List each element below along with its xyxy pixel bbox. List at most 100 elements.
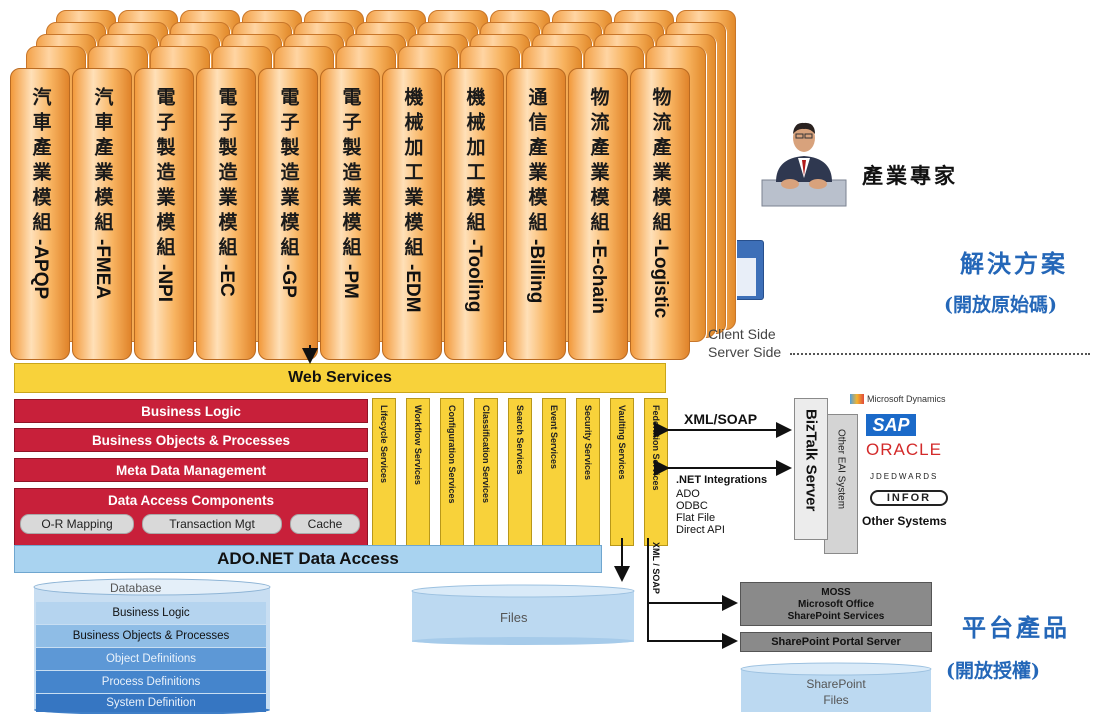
sap-logo: SAP xyxy=(866,414,916,436)
module-en-label: -Billing xyxy=(526,239,547,304)
platform-subtitle: (開放授權) xyxy=(946,660,1040,682)
db-layer-process-definitions: Process Definitions xyxy=(36,671,266,693)
client-side-label: Client Side xyxy=(708,326,776,342)
service-label: Security Services xyxy=(583,405,593,481)
workflow-services: Workflow Services xyxy=(406,398,430,546)
module-card[interactable]: 物流產業模組-Logistic xyxy=(630,68,690,360)
service-label: Search Services xyxy=(515,405,525,475)
module-en-label: -EC xyxy=(216,264,237,297)
service-label: Configuration Services xyxy=(447,405,457,504)
database-title: Database xyxy=(110,581,162,595)
db-layer-business-objects: Business Objects & Processes xyxy=(36,625,266,647)
module-en-label: -FMEA xyxy=(92,239,113,300)
dynamics-text: Microsoft Dynamics xyxy=(867,394,946,404)
business-objects-label: Business Objects & Processes xyxy=(91,432,291,448)
module-en-label: -Logistic xyxy=(650,239,671,319)
module-cn-label: 物流產業模組 xyxy=(649,87,672,237)
dynamics-icon xyxy=(850,394,864,404)
transaction-mgt-pill: Transaction Mgt xyxy=(142,514,282,534)
module-en-label: -APQP xyxy=(30,239,51,300)
ado-net-bar: ADO.NET Data Access xyxy=(14,545,602,573)
search-services: Search Services xyxy=(508,398,532,546)
module-card[interactable]: 汽車產業模組-APQP xyxy=(10,68,70,360)
other-eai-label: Other EAI System xyxy=(835,429,847,510)
xml-soap-label: XML/SOAP xyxy=(684,411,758,427)
module-card[interactable]: 電子製造業模組-PM xyxy=(320,68,380,360)
module-en-label: -PM xyxy=(340,264,361,299)
service-label: Classification Services xyxy=(481,405,491,504)
xml-soap-vertical-label: XML / SOAP xyxy=(651,542,661,594)
sharepoint-portal-label: SharePoint Portal Server xyxy=(771,636,901,648)
cache-pill: Cache xyxy=(290,514,360,534)
configuration-services: Configuration Services xyxy=(440,398,464,546)
module-card[interactable]: 電子製造業模組-GP xyxy=(258,68,318,360)
db-layer-business-logic: Business Logic xyxy=(36,602,266,624)
module-card[interactable]: 通信產業模組-Billing xyxy=(506,68,566,360)
other-systems-label: Other Systems xyxy=(862,514,947,528)
infor-text: INFOR xyxy=(886,492,932,504)
other-eai-box: Other EAI System xyxy=(824,414,858,554)
lifecycle-services: Lifecycle Services xyxy=(372,398,396,546)
industry-expert-figure xyxy=(761,122,847,207)
module-card[interactable]: 物流產業模組-E-chain xyxy=(568,68,628,360)
web-services-bar: Web Services xyxy=(14,363,666,393)
business-objects-bar: Business Objects & Processes xyxy=(14,428,368,452)
module-card[interactable]: 電子製造業模組-EC xyxy=(196,68,256,360)
biztalk-label: BizTalk Server xyxy=(802,409,820,512)
microsoft-dynamics-logo: Microsoft Dynamics xyxy=(850,394,946,404)
event-services: Event Services xyxy=(542,398,566,546)
module-card[interactable]: 電子製造業模組-NPI xyxy=(134,68,194,360)
vaulting-services: Vaulting Services xyxy=(610,398,634,546)
module-card[interactable]: 機械加工業模組-EDM xyxy=(382,68,442,360)
module-card[interactable]: 汽車產業模組-FMEA xyxy=(72,68,132,360)
module-en-label: -GP xyxy=(278,264,299,298)
biztalk-box: BizTalk Server xyxy=(794,398,828,540)
business-logic-label: Business Logic xyxy=(141,403,241,419)
service-label: Vaulting Services xyxy=(617,405,627,480)
module-cn-label: 電子製造業模組 xyxy=(153,87,176,262)
module-cn-label: 機械加工模組 xyxy=(463,87,486,237)
sharepoint-files-label: SharePoint Files xyxy=(740,676,932,708)
solution-subtitle: (開放原始碼) xyxy=(944,294,1057,316)
business-logic-bar: Business Logic xyxy=(14,399,368,423)
files-cylinder xyxy=(411,584,635,645)
jdedwards-logo: JDEDWARDS xyxy=(870,472,938,481)
net-item-ado: ADO xyxy=(676,488,700,500)
sharepoint-portal-box: SharePoint Portal Server xyxy=(740,632,932,652)
expert-label: 產業專家 xyxy=(862,163,958,188)
module-card[interactable]: 機械加工模組-Tooling xyxy=(444,68,504,360)
module-en-label: -E-chain xyxy=(588,239,609,314)
service-label: Event Services xyxy=(549,405,559,470)
files-label: Files xyxy=(500,610,528,625)
net-integrations-title: .NET Integrations xyxy=(676,474,768,486)
meta-data-bar: Meta Data Management xyxy=(14,458,368,482)
moss-box: MOSS Microsoft Office SharePoint Service… xyxy=(740,582,932,626)
moss-line2: Microsoft Office xyxy=(797,599,875,610)
security-services: Security Services xyxy=(576,398,600,546)
sharepoint-files-line2: Files xyxy=(823,693,849,707)
module-cn-label: 電子製造業模組 xyxy=(339,87,362,262)
module-cn-label: 電子製造業模組 xyxy=(215,87,238,262)
data-access-title: Data Access Components xyxy=(107,493,275,508)
moss-line1: MOSS xyxy=(821,587,851,598)
or-mapping-pill: O-R Mapping xyxy=(20,514,134,534)
platform-title: 平台產品 xyxy=(962,613,1070,642)
module-en-label: -Tooling xyxy=(464,239,485,313)
solution-title: 解決方案 xyxy=(960,249,1068,278)
module-en-label: -EDM xyxy=(402,264,423,313)
oracle-logo: ORACLE xyxy=(866,440,942,460)
db-layer-system-definition: System Definition xyxy=(36,694,266,712)
module-en-label: -NPI xyxy=(154,264,175,302)
service-label: Workflow Services xyxy=(413,405,423,485)
oracle-text: ORACLE xyxy=(866,440,942,459)
db-layer-object-definitions: Object Definitions xyxy=(36,648,266,670)
service-label: Federation Services xyxy=(651,405,661,491)
ado-net-label: ADO.NET Data Access xyxy=(217,549,399,568)
module-cn-label: 通信產業模組 xyxy=(525,87,548,237)
classification-services: Classification Services xyxy=(474,398,498,546)
moss-line3: SharePoint Services xyxy=(787,611,885,622)
sap-text: SAP xyxy=(872,414,910,435)
net-item-odbc: ODBC xyxy=(676,500,708,512)
server-side-label: Server Side xyxy=(708,344,782,360)
